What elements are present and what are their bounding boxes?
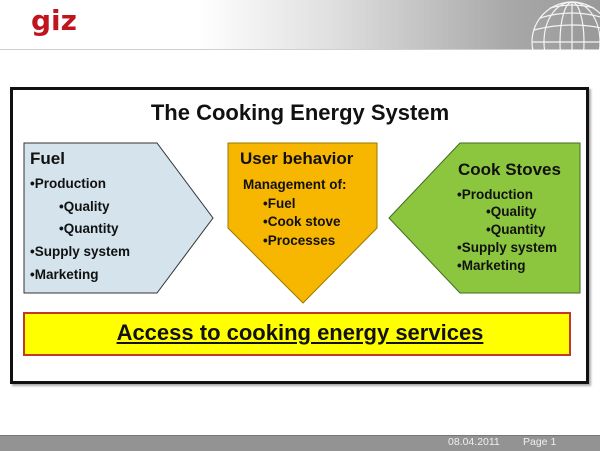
user-behavior-subheading: Management of: — [243, 177, 347, 192]
user-behavior-heading: User behavior — [240, 149, 354, 168]
access-banner — [23, 312, 571, 356]
slide-footer — [0, 435, 600, 451]
diagram-title: The Cooking Energy System — [150, 100, 450, 125]
user-behavior-item-fuel: •Fuel — [263, 196, 296, 211]
giz-logo: giz — [31, 4, 77, 37]
cook-stoves-item-quantity: •Quantity — [486, 222, 546, 237]
cook-stoves-heading: Cook Stoves — [458, 160, 561, 179]
cook-stoves-item-quality: •Quality — [486, 204, 537, 219]
user-behavior-item-cook-stove: •Cook stove — [263, 214, 341, 229]
cook-stoves-item-marketing: •Marketing — [457, 258, 526, 273]
fuel-heading: Fuel — [30, 149, 65, 168]
fuel-item-quality: •Quality — [59, 199, 110, 214]
fuel-item-production: •Production — [30, 176, 106, 191]
fuel-item-quantity: •Quantity — [59, 221, 119, 236]
fuel-item-marketing: •Marketing — [30, 267, 99, 282]
cook-stoves-item-production: •Production — [457, 187, 533, 202]
footer-page-number: Page 1 — [523, 436, 557, 448]
globe-icon — [531, 1, 600, 50]
slide-header — [0, 0, 600, 49]
header-divider — [0, 49, 600, 50]
fuel-arrow-shape — [23, 142, 214, 294]
fuel-item-supply-system: •Supply system — [30, 244, 131, 259]
cook-stoves-item-supply-system: •Supply system — [457, 240, 558, 255]
access-banner-text: Access to cooking energy services — [116, 320, 484, 345]
user-behavior-item-processes: •Processes — [263, 233, 336, 248]
user-behavior-pentagon — [227, 142, 378, 304]
cook-stoves-arrow-shape — [388, 142, 581, 294]
footer-date: 08.04.2011 — [448, 436, 500, 448]
